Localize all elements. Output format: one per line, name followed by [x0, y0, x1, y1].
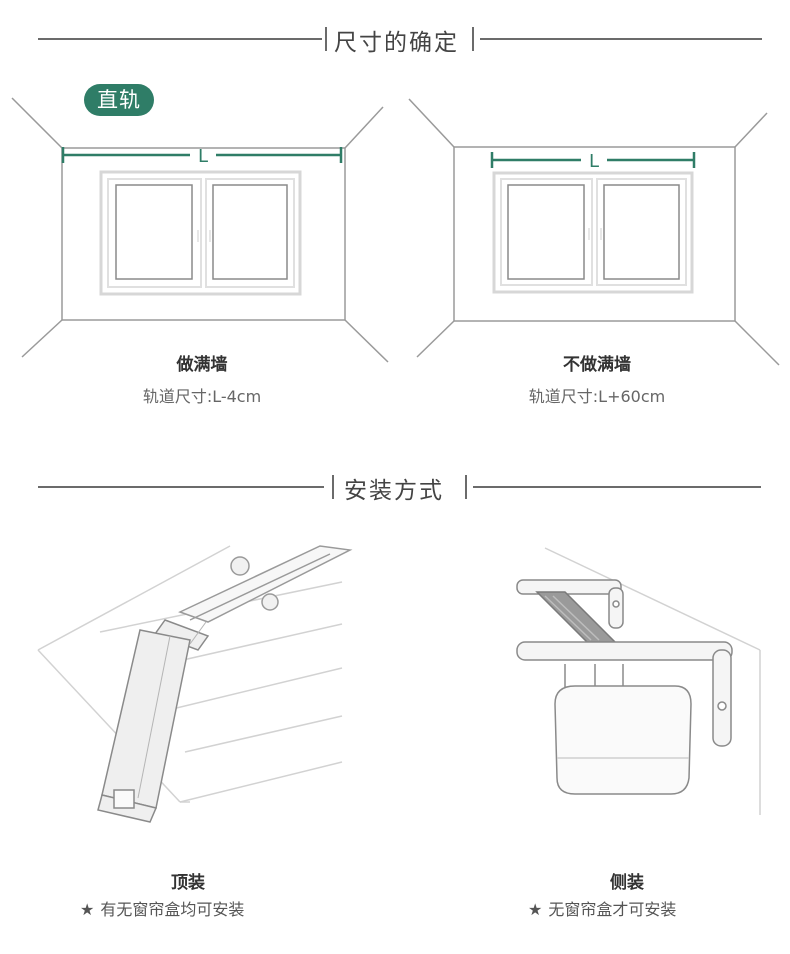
header-rule-left — [38, 486, 324, 488]
rail-type-badge: 直轨 — [84, 84, 154, 116]
room-diagram-partial-wall: L — [408, 98, 780, 366]
header-rule-right — [473, 486, 761, 488]
caption-partial-wall: 不做满墙 轨道尺寸:L+60cm — [447, 350, 747, 407]
note-text: 无窗帘盒才可安装 — [548, 900, 677, 919]
section-header-install: 安装方式 — [0, 467, 790, 507]
section-title: 尺寸的确定 — [334, 30, 459, 56]
caption-full-wall: 做满墙 轨道尺寸:L-4cm — [52, 350, 352, 407]
top-mount-illustration — [37, 545, 353, 823]
section-title: 安装方式 — [344, 478, 444, 504]
caption-sub: 轨道尺寸:L+60cm — [528, 387, 666, 406]
install-title-side: 侧装 — [610, 873, 644, 893]
caption-title: 不做满墙 — [563, 355, 631, 375]
section-header-size: 尺寸的确定 — [0, 19, 790, 59]
header-bar-left — [332, 475, 334, 499]
note-text: 有无窗帘盒均可安装 — [100, 900, 245, 919]
dimension-label-2: L — [589, 151, 599, 172]
star-icon: ★ — [80, 900, 95, 919]
install-title-top: 顶装 — [171, 873, 205, 893]
header-rule-left — [38, 38, 322, 40]
header-bar-right — [472, 27, 474, 51]
install-note-top: ★ 有无窗帘盒均可安装 — [80, 896, 244, 920]
header-bar-left — [325, 27, 327, 51]
install-note-side: ★ 无窗帘盒才可安装 — [528, 896, 676, 920]
star-icon: ★ — [528, 900, 543, 919]
side-mount-illustration — [516, 547, 761, 815]
caption-title: 做满墙 — [176, 355, 228, 375]
dimension-label-1: L — [198, 146, 208, 167]
header-rule-right — [480, 38, 762, 40]
room-diagram-full-wall: L — [11, 97, 389, 363]
header-bar-right — [465, 475, 467, 499]
caption-sub: 轨道尺寸:L-4cm — [142, 387, 262, 406]
